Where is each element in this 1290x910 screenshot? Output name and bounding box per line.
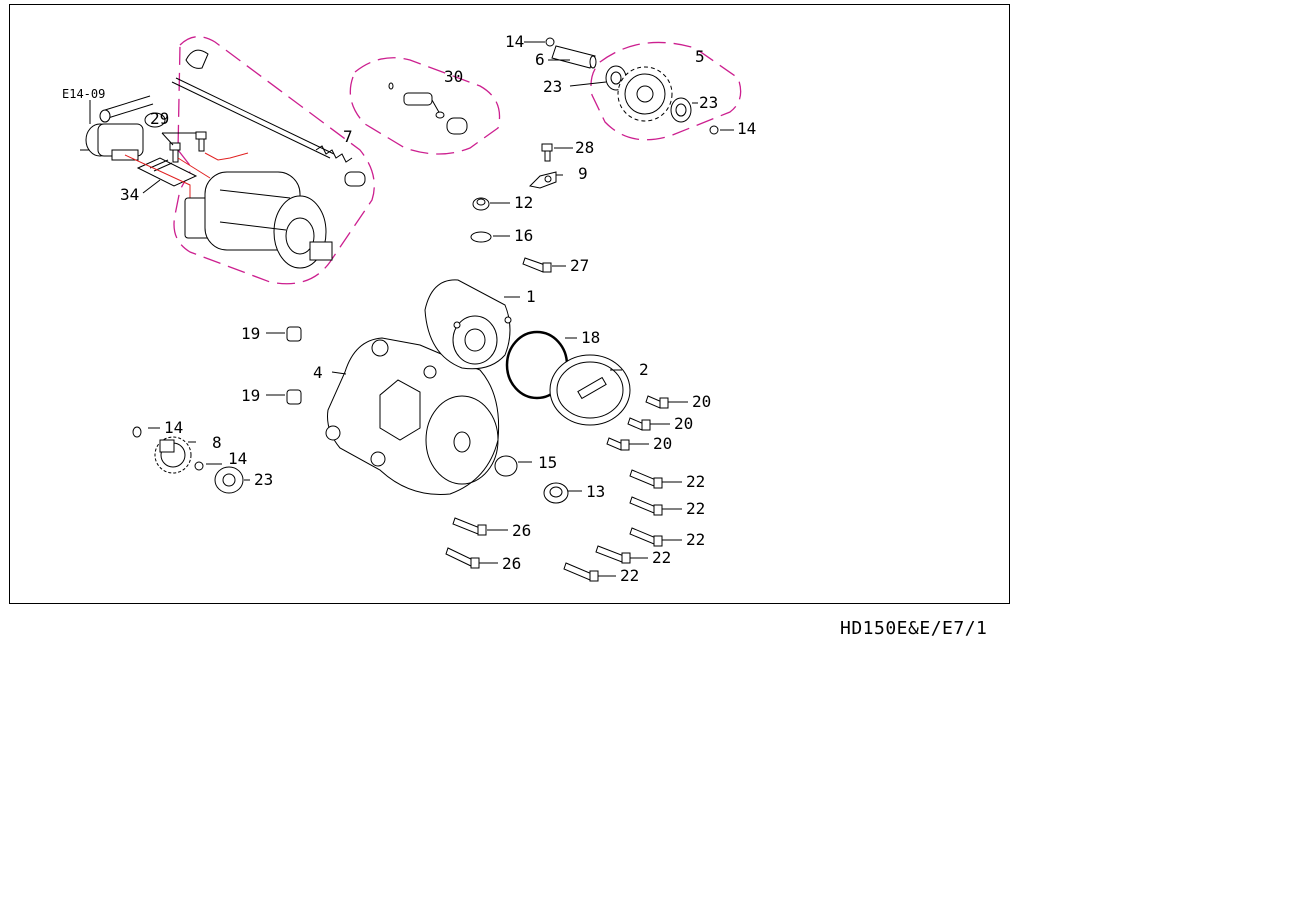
callout-6: 6 xyxy=(535,50,545,69)
callout-22: 22 xyxy=(686,499,705,518)
bolt-22-b xyxy=(629,496,663,516)
callout-5: 5 xyxy=(695,47,705,66)
bolt-29-b xyxy=(195,131,207,152)
plug-13 xyxy=(543,482,569,504)
callout-30: 30 xyxy=(444,67,463,86)
cover-1 xyxy=(424,279,512,370)
callout-22: 22 xyxy=(620,566,639,585)
gear-group-5-outline xyxy=(590,41,742,141)
cover-2 xyxy=(549,354,631,426)
bolt-20-c xyxy=(606,437,630,451)
crankcase-cover-4 xyxy=(325,337,500,495)
callout-9: 9 xyxy=(578,164,588,183)
callout-2: 2 xyxy=(639,360,649,379)
callout-12: 12 xyxy=(514,193,533,212)
callout-7: 7 xyxy=(343,127,353,146)
bolt-22-a xyxy=(629,469,663,489)
callout-26: 27 xyxy=(570,256,589,275)
callout-20: 20 xyxy=(692,392,711,411)
callout-27: 26 xyxy=(502,554,521,573)
dowel-pin-19-a xyxy=(286,326,302,342)
callout-22: 22 xyxy=(686,472,705,491)
callout-14: 14 xyxy=(505,32,524,51)
o-ring-16 xyxy=(470,231,492,243)
callout-1: 1 xyxy=(526,287,536,306)
figure-code: HD150E&E/E7/1 xyxy=(840,618,988,639)
callout-14: 14 xyxy=(164,418,183,437)
callout-14: 14 xyxy=(737,119,756,138)
starter-group-outline xyxy=(173,36,375,285)
gear-8 xyxy=(132,426,244,494)
callout-8: 8 xyxy=(212,433,222,452)
bolt-20-b xyxy=(627,417,651,431)
starter-motor xyxy=(184,171,333,269)
gear-group-30-outline xyxy=(349,57,501,155)
ref-code-label: E14-09 xyxy=(62,87,105,101)
gear-set-30 xyxy=(388,82,468,135)
callout-22: 22 xyxy=(686,530,705,549)
callout-20: 20 xyxy=(674,414,693,433)
callout-23: 23 xyxy=(254,470,273,489)
callout-4: 4 xyxy=(313,363,323,382)
callout-13: 13 xyxy=(586,482,605,501)
diagram-frame xyxy=(9,4,1010,604)
bolt-27-a xyxy=(452,517,487,536)
callout-34: 34 xyxy=(120,185,139,204)
plug-12 xyxy=(472,197,490,211)
starter-shaft-7 xyxy=(171,49,366,187)
callout-16: 16 xyxy=(514,226,533,245)
callout-15: 15 xyxy=(538,453,557,472)
gear-5 xyxy=(605,65,719,135)
dowel-pin-19-b xyxy=(286,389,302,405)
bolt-27-b xyxy=(445,547,480,569)
pin-6 xyxy=(545,37,597,69)
bolt-22-c xyxy=(629,527,663,547)
callout-18: 18 xyxy=(581,328,600,347)
starter-relay xyxy=(80,95,166,161)
bolt-28 xyxy=(541,143,553,162)
callout-22: 22 xyxy=(652,548,671,567)
bolt-29-a xyxy=(169,142,181,163)
callout-14: 14 xyxy=(228,449,247,468)
callout-23: 23 xyxy=(543,77,562,96)
bolt-26 xyxy=(522,257,552,273)
terminal-plate-34 xyxy=(136,157,198,187)
callout-29: 29 xyxy=(150,109,169,128)
bolt-22-d xyxy=(595,545,631,564)
callout-28: 28 xyxy=(575,138,594,157)
callout-20: 20 xyxy=(653,434,672,453)
o-ring-15 xyxy=(494,455,518,477)
callout-19: 19 xyxy=(241,386,260,405)
callout-23: 23 xyxy=(699,93,718,112)
callout-27: 26 xyxy=(512,521,531,540)
callout-19: 19 xyxy=(241,324,260,343)
bolt-22-e xyxy=(563,562,599,582)
bracket-9 xyxy=(528,171,557,189)
bolt-20-a xyxy=(645,395,669,409)
